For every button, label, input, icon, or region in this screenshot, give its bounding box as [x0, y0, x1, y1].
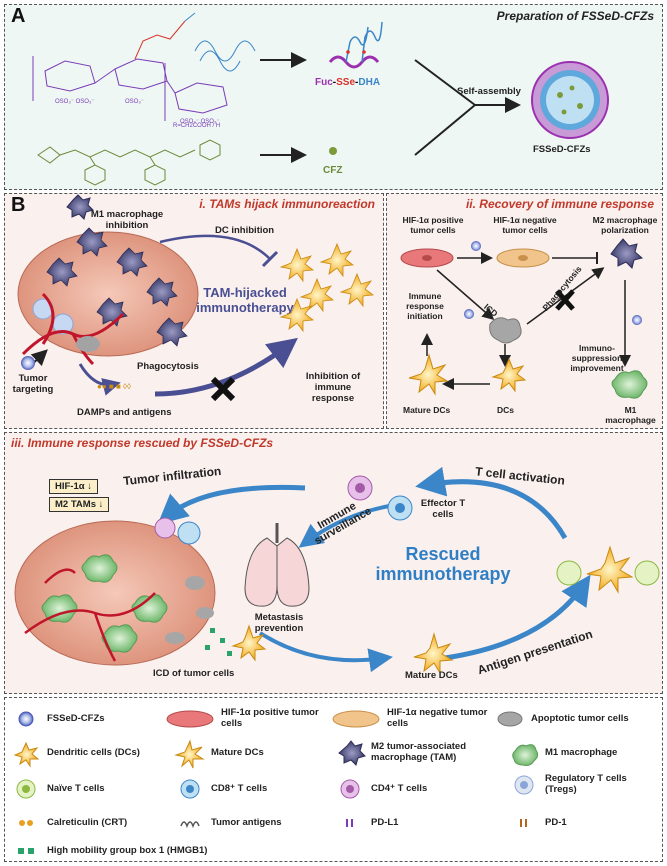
hif-negative-label: HIF-1α negative tumor cells — [493, 215, 557, 235]
legend-item: Dendritic cells (DCs) — [11, 741, 161, 768]
panel-b-ii-recovery: ii. Recovery of immune response HIF-1α p… — [386, 193, 663, 429]
legend-item: Mature DCs — [174, 739, 264, 769]
calreticulin-icon — [19, 820, 33, 826]
legend-item: PD-L1 — [335, 812, 398, 834]
hif-positive-label: HIF-1α positive tumor cells — [402, 215, 464, 235]
fssed-cfz-icon — [21, 356, 35, 370]
panel-letter-b: B — [11, 194, 26, 216]
panel-a-title: Preparation of FSSeD-CFZs — [496, 9, 654, 23]
legend-item: Naïve T cells — [11, 778, 105, 800]
svg-text:OSO₃⁻ OSO₃⁻: OSO₃⁻ OSO₃⁻ — [55, 99, 95, 105]
pd-1-icon — [520, 819, 527, 827]
panel-b-iii-rescued: iii. Immune response rescued by FSSeD-CF… — [4, 432, 663, 694]
legend-item: M1 macrophage — [509, 742, 617, 766]
treg-icon — [514, 775, 534, 795]
apoptotic-cell-icon — [497, 711, 523, 727]
legend-item: High mobility group box 1 (HMGB1) — [11, 840, 207, 862]
lungs-illustration — [244, 523, 310, 607]
m2-macrophage-icon — [66, 194, 94, 220]
fuc-ssedha-label: Fuc-SSe-DHA — [315, 77, 381, 88]
legend-item: HIF-1α positive tumor cells — [165, 707, 325, 730]
dc-cluster-inhibited — [279, 242, 375, 333]
dc-inhibition-label: DC inhibition — [215, 225, 275, 236]
legend-item: Tumor antigens — [175, 812, 282, 834]
hif-positive-cell-icon — [166, 710, 214, 728]
fssed-cfz-icon — [18, 711, 34, 727]
m1-macrophage-icon — [512, 744, 539, 766]
cfz-label: CFZ — [323, 165, 343, 176]
damps-label: DAMPs and antigens — [77, 407, 172, 418]
legend-item: HIF-1α negative tumor cells — [331, 707, 491, 730]
panel-a-preparation: A Preparation of FSSeD-CFZs OSO₃⁻ OSO₃⁻ … — [4, 4, 663, 190]
cd4-t-cell-icon — [340, 779, 360, 799]
panel-b-ii-diagram — [400, 238, 648, 399]
hif-negative-cell-icon — [332, 710, 380, 728]
chem-note: R=CH2COOH / H — [173, 123, 221, 129]
effector-t-cells-label: Effector T cells — [420, 498, 466, 520]
product-label: FSSeD-CFZs — [533, 144, 591, 155]
icd-tumor-label: ICD of tumor cells — [153, 668, 235, 679]
tumor-mass-illustration — [17, 227, 199, 366]
legend-item: M2 tumor-associated macrophage (TAM) — [335, 740, 495, 766]
fssed-cfz-nanoparticle-icon — [531, 61, 609, 139]
legend-item: CD4⁺ T cells — [335, 778, 427, 800]
m1-label-ii: M1 macrophage — [605, 405, 656, 425]
legend-item: PD-1 — [509, 812, 567, 834]
panel-letter-a: A — [11, 5, 26, 27]
m2-tam-icon — [338, 740, 366, 766]
mature-dc-icon — [174, 739, 205, 769]
panel-b-i-arrows — [26, 234, 298, 402]
panel-b-i-title: i. TAMs hijack immunoreaction — [199, 197, 375, 211]
cfz-dot-icon — [329, 147, 337, 155]
legend-item: Calreticulin (CRT) — [11, 812, 127, 834]
fucoidan-structure: OSO₃⁻ OSO₃⁻ OSO₃⁻ OSO₃⁻ OSO₃⁻ — [32, 12, 256, 125]
dendritic-cell-icon — [13, 741, 40, 768]
panel-b-iii-title: iii. Immune response rescued by FSSeD-CF… — [11, 436, 274, 450]
panel-a-arrows — [260, 52, 521, 163]
self-assembly-label: Self-assembly — [457, 86, 521, 97]
cd8-t-cell-icon — [180, 779, 200, 799]
svg-text:OSO₃⁻ OSO₃⁻: OSO₃⁻ OSO₃⁻ — [180, 119, 220, 125]
naive-t-cell-icon — [16, 779, 36, 799]
metastasis-prevention-label: Metastasis prevention — [254, 612, 304, 634]
rescued-immunotherapy-label: Rescued immunotherapy — [375, 544, 511, 584]
tam-hijacked-label: TAM-hijacked immunotherapy — [196, 285, 294, 315]
mature-dcs-label-ii: Mature DCs — [403, 405, 451, 415]
fuc-ssedha-molecule-icon — [328, 21, 383, 69]
damps-icons: ●● ■ ■ ◊◊ — [97, 382, 131, 391]
m2-polarization-label: M2 macrophage polarization — [592, 215, 658, 235]
mature-dcs-label-iii: Mature DCs — [405, 670, 458, 681]
pd-l1-icon — [346, 819, 353, 827]
dcs-label-ii: DCs — [497, 405, 515, 415]
tumor-antigen-icon — [180, 821, 200, 829]
hif-decrease-box: HIF-1α ↓ — [49, 479, 98, 494]
immune-initiation-label: Immune response initiation — [406, 291, 444, 321]
hmgb1-icon — [18, 848, 34, 854]
carfilzomib-structure — [37, 139, 221, 186]
panel-b-i-tams-hijack: B i. TAMs hijack immunoreaction M1 macro… — [4, 193, 384, 429]
panel-b-ii-title: ii. Recovery of immune response — [465, 197, 654, 211]
legend-item: Apoptotic tumor cells — [495, 708, 661, 730]
m1-inhibition-label: M1 macrophage inhibition — [90, 209, 164, 231]
legend-item: CD8⁺ T cells — [175, 778, 267, 800]
panel-b-iii-diagram — [14, 466, 660, 675]
legend: FSSeD-CFZs HIF-1α positive tumor cells H… — [4, 697, 663, 862]
inhibition-label: Inhibition of immune response — [305, 371, 361, 404]
immuno-improvement-label: Immuno-suppression improvement — [570, 343, 624, 373]
tumor-targeting-label: Tumor targeting — [12, 373, 54, 395]
m2-decrease-box: M2 TAMs ↓ — [49, 497, 110, 512]
legend-item: Regulatory T cells (Tregs) — [509, 773, 659, 796]
svg-text:OSO₃⁻: OSO₃⁻ — [125, 99, 144, 105]
legend-item: FSSeD-CFZs — [11, 708, 105, 730]
phagocytosis-label: Phagocytosis — [137, 361, 199, 372]
